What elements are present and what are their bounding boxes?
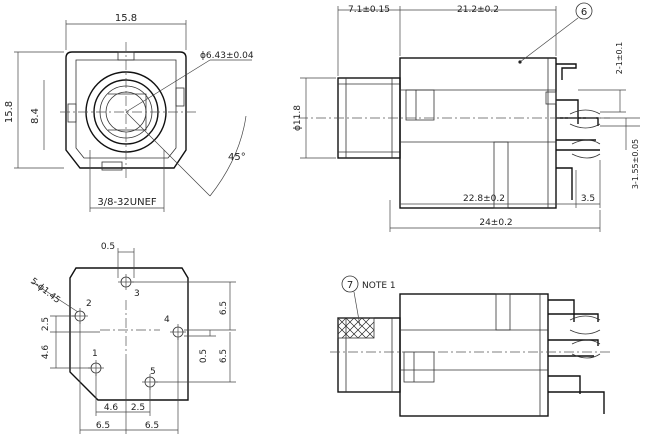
front-height-label: 15.8 (4, 101, 15, 123)
pcb-bottom-4-6: 4.6 (104, 403, 119, 413)
side-length-total-label: 24±0.2 (479, 218, 512, 228)
pcb-left-4-6: 4.6 (41, 345, 51, 360)
side-pin-width-label: 3-1.55±0.05 (631, 139, 640, 189)
bottom-view: 7 NOTE 1 (330, 275, 610, 417)
pcb-right-6-5-top: 6.5 (219, 301, 229, 315)
side-flange-label: 7.1±0.15 (348, 5, 390, 15)
front-angle-label: 45° (228, 152, 246, 163)
side-length-b-label: 3.5 (581, 194, 595, 204)
pcb-holes-label: 5-ϕ1.45 (28, 276, 62, 305)
bottom-note-label: NOTE 1 (362, 281, 396, 291)
pcb-bottom-6-5-left: 6.5 (96, 421, 110, 431)
pcb-right-6-5-bottom: 6.5 (219, 349, 229, 363)
front-width-label: 15.8 (115, 13, 137, 24)
pcb-layout-view: 0.5 5-ϕ1.45 1 2 3 4 5 2.5 4.6 6.5 0.5 6.… (28, 242, 236, 434)
side-diameter-label: ϕ11.8 (293, 105, 303, 131)
pcb-pin-3: 3 (134, 289, 140, 299)
front-hole-label: ϕ6.43±0.04 (200, 51, 254, 61)
front-thread-label: 3/8-32UNEF (97, 197, 157, 208)
side-length-a-label: 22.8±0.2 (463, 194, 505, 204)
pcb-top-dim: 0.5 (101, 242, 115, 252)
pcb-left-2-5: 2.5 (41, 317, 51, 331)
bottom-callout-number: 7 (347, 280, 353, 291)
side-callout-number: 6 (581, 7, 587, 18)
pcb-pin-2: 2 (86, 299, 92, 309)
pcb-pin-1: 1 (92, 349, 98, 359)
side-body-label: 21.2±0.2 (457, 5, 499, 15)
pcb-bottom-2-5: 2.5 (131, 403, 145, 413)
front-view: 15.8 15.8 8.4 ϕ6.43±0.04 45° 3/8-32UNEF (4, 13, 254, 212)
side-view: 7.1±0.15 21.2±0.2 6 ϕ11.8 2-1±0.1 3-1.55… (293, 2, 640, 232)
front-offset-label: 8.4 (30, 108, 41, 124)
pcb-right-0-5: 0.5 (199, 349, 209, 363)
pcb-bottom-6-5-right: 6.5 (145, 421, 159, 431)
pcb-pin-5: 5 (150, 367, 156, 377)
side-pin-height-label: 2-1±0.1 (615, 42, 624, 75)
pcb-pin-4: 4 (164, 315, 170, 325)
knurl-hatch (337, 317, 375, 339)
